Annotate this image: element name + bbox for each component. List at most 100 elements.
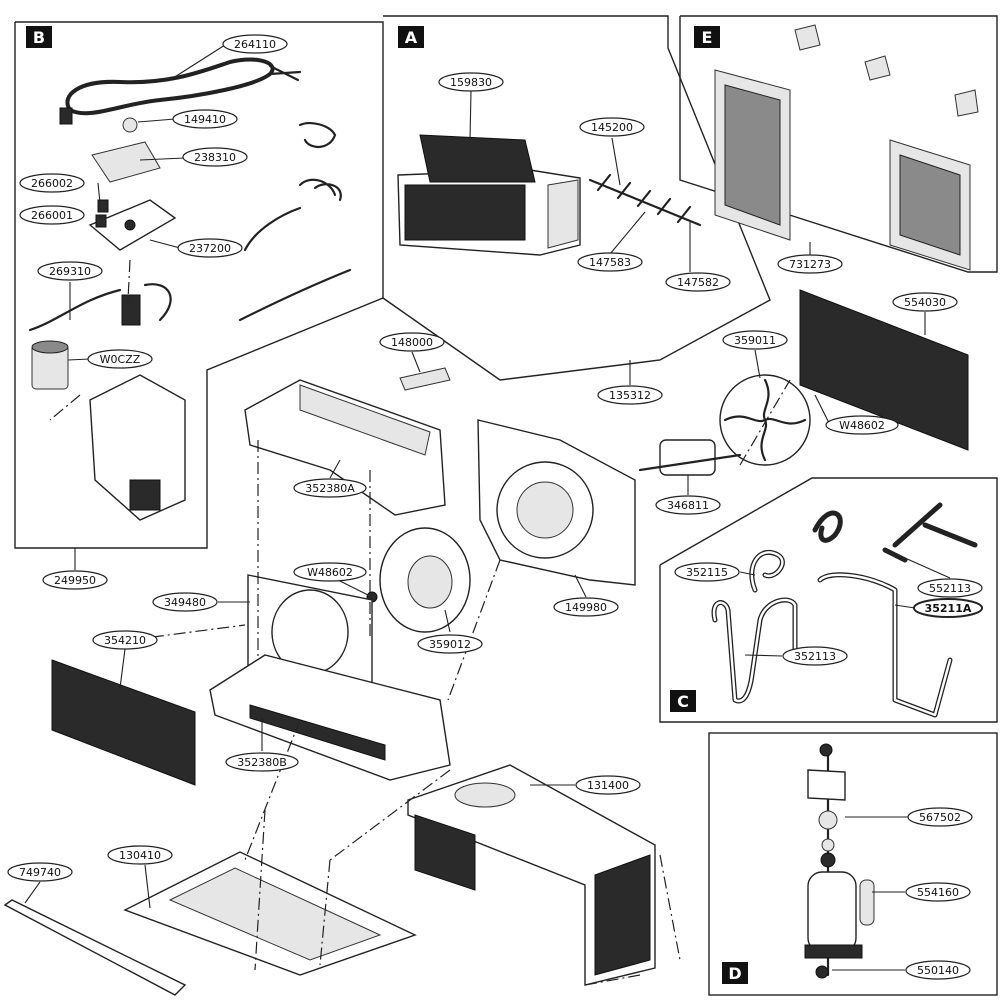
svg-text:249950: 249950 bbox=[54, 574, 96, 587]
svg-text:266001: 266001 bbox=[31, 209, 73, 222]
svg-text:352380B: 352380B bbox=[237, 756, 287, 769]
section-d-badge: D bbox=[722, 962, 748, 984]
main-parts bbox=[3, 289, 969, 996]
svg-text:237200: 237200 bbox=[189, 242, 231, 255]
part-label-148000: 148000 bbox=[379, 332, 445, 352]
scroll-housing-top bbox=[244, 379, 446, 516]
part-labels: 264110 149410 238310 266002 266001 23720… bbox=[7, 34, 983, 980]
part-label-552113: 552113 bbox=[917, 578, 983, 598]
part-label-567502: 567502 bbox=[907, 807, 973, 827]
svg-text:354210: 354210 bbox=[104, 634, 146, 647]
svg-text:C: C bbox=[677, 692, 689, 711]
part-label-354210: 354210 bbox=[92, 630, 158, 650]
svg-text:269310: 269310 bbox=[49, 265, 91, 278]
svg-text:147582: 147582 bbox=[677, 276, 719, 289]
part-label-237200: 237200 bbox=[177, 238, 243, 258]
control-housing bbox=[89, 374, 186, 521]
compressor bbox=[807, 871, 857, 953]
condenser-coil bbox=[799, 289, 969, 451]
part-label-145200: 145200 bbox=[579, 117, 645, 137]
part-label-749740: 749740 bbox=[7, 862, 73, 882]
accumulator bbox=[859, 879, 875, 926]
section-e-frame bbox=[679, 15, 998, 273]
part-label-352380B: 352380B bbox=[225, 752, 299, 772]
part-label-W0CZZ: W0CZZ bbox=[87, 349, 153, 369]
svg-text:35211A: 35211A bbox=[925, 602, 972, 615]
part-label-359011: 359011 bbox=[722, 330, 788, 350]
part-label-W48602-b: W48602 bbox=[293, 562, 367, 582]
section-e-badge: E bbox=[694, 26, 720, 48]
section-c-badge: C bbox=[670, 690, 696, 712]
svg-text:149410: 149410 bbox=[184, 113, 226, 126]
section-b-parts bbox=[28, 57, 352, 521]
part-label-147582: 147582 bbox=[665, 272, 731, 292]
section-a-parts bbox=[397, 134, 702, 256]
part-label-352380A: 352380A bbox=[293, 478, 367, 498]
part-label-352113: 352113 bbox=[782, 646, 848, 666]
svg-text:349480: 349480 bbox=[164, 596, 206, 609]
svg-text:145200: 145200 bbox=[591, 121, 633, 134]
part-label-554030: 554030 bbox=[892, 292, 958, 312]
fan-motor bbox=[659, 439, 716, 476]
control-board bbox=[91, 141, 161, 183]
part-label-130410: 130410 bbox=[107, 845, 173, 865]
part-label-359012: 359012 bbox=[417, 634, 483, 654]
section-c-frame bbox=[659, 477, 998, 723]
svg-text:264110: 264110 bbox=[234, 38, 276, 51]
svg-text:W0CZZ: W0CZZ bbox=[100, 353, 141, 366]
section-a-badge: A bbox=[398, 26, 424, 48]
air-filter bbox=[419, 134, 536, 183]
svg-text:359011: 359011 bbox=[734, 334, 776, 347]
part-label-352115: 352115 bbox=[674, 562, 740, 582]
section-a-frame bbox=[382, 15, 771, 381]
svg-text:346811: 346811 bbox=[667, 499, 709, 512]
assembly-lines bbox=[49, 259, 791, 986]
svg-text:554030: 554030 bbox=[904, 296, 946, 309]
svg-text:550140: 550140 bbox=[917, 964, 959, 977]
svg-text:W48602: W48602 bbox=[839, 419, 885, 432]
part-label-349480: 349480 bbox=[152, 592, 218, 612]
svg-text:731273: 731273 bbox=[789, 258, 831, 271]
section-c-parts bbox=[711, 502, 978, 718]
mounting-bracket bbox=[399, 367, 451, 391]
svg-text:359012: 359012 bbox=[429, 638, 471, 651]
svg-text:B: B bbox=[33, 28, 45, 47]
part-label-269310: 269310 bbox=[37, 261, 103, 281]
tube-35211A bbox=[817, 572, 953, 718]
svg-text:149980: 149980 bbox=[565, 601, 607, 614]
valve-assembly bbox=[807, 769, 846, 801]
support-rail bbox=[3, 899, 187, 996]
svg-text:352113: 352113 bbox=[794, 650, 836, 663]
svg-text:554160: 554160 bbox=[917, 886, 959, 899]
part-label-554160: 554160 bbox=[905, 882, 971, 902]
svg-text:352380A: 352380A bbox=[305, 482, 355, 495]
tube-552113 bbox=[882, 502, 978, 563]
part-label-266001: 266001 bbox=[19, 205, 85, 225]
svg-text:749740: 749740 bbox=[19, 866, 61, 879]
svg-text:131400: 131400 bbox=[587, 779, 629, 792]
section-b-frame bbox=[14, 21, 384, 549]
svg-text:238310: 238310 bbox=[194, 151, 236, 164]
power-cord bbox=[65, 57, 275, 116]
part-label-131400: 131400 bbox=[575, 775, 641, 795]
section-d-parts bbox=[804, 743, 875, 979]
part-label-266002: 266002 bbox=[19, 173, 85, 193]
svg-text:567502: 567502 bbox=[919, 811, 961, 824]
part-label-550140: 550140 bbox=[905, 960, 971, 980]
svg-text:135312: 135312 bbox=[609, 389, 651, 402]
svg-text:148000: 148000 bbox=[391, 336, 433, 349]
svg-text:D: D bbox=[728, 964, 741, 983]
base-pan bbox=[209, 654, 451, 781]
svg-text:552113: 552113 bbox=[929, 582, 971, 595]
section-frames bbox=[14, 15, 998, 996]
svg-text:266002: 266002 bbox=[31, 177, 73, 190]
leader-lines bbox=[24, 44, 951, 971]
section-d-frame bbox=[708, 732, 998, 996]
svg-text:130410: 130410 bbox=[119, 849, 161, 862]
part-label-149980: 149980 bbox=[553, 597, 619, 617]
part-label-W48602-a: W48602 bbox=[825, 415, 899, 435]
svg-text:147583: 147583 bbox=[589, 256, 631, 269]
part-label-249950: 249950 bbox=[42, 570, 108, 590]
part-label-147583: 147583 bbox=[577, 252, 643, 272]
louver-assembly bbox=[588, 173, 702, 227]
